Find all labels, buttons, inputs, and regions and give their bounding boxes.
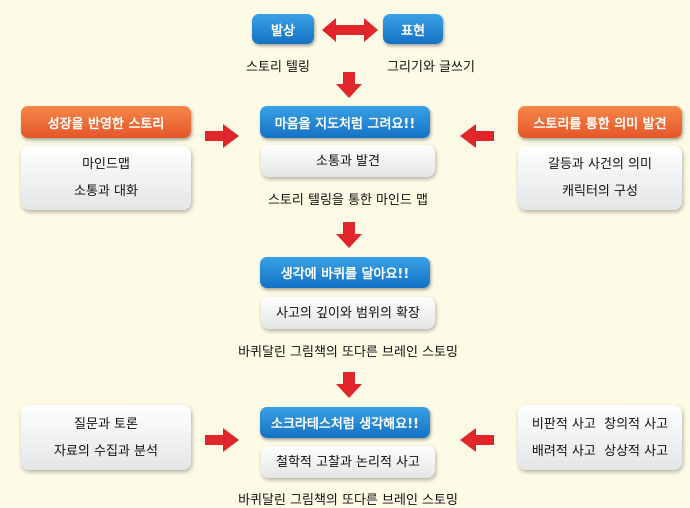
critical-creative-text: 비판적 사고 창의적 사고 [531, 416, 669, 432]
brainstorming-caption-row3: 바퀴달린 그림책의 또다른 브레인 스토밍 [238, 492, 458, 508]
idea-pill: 발상 [252, 14, 314, 44]
down-arrow-icon [336, 72, 362, 98]
drawing-writing-caption: 그리기와 글쓰기 [387, 59, 475, 75]
right-arrow-icon [205, 124, 239, 148]
character-composition-text: 캐릭터의 구성 [562, 184, 638, 199]
right-arrow-icon [205, 428, 239, 452]
philosophy-logic-text: 철학적 고찰과 논리적 사고 [276, 454, 420, 470]
data-collection-text: 자료의 수집과 분석 [54, 443, 158, 459]
center-box-row1: 소통과 발견 [261, 145, 435, 177]
mindmap-text: 마인드맵 [82, 157, 130, 172]
mind-map-pill: 마음을 지도처럼 그려요!! [260, 106, 430, 138]
center-box-row3: 철학적 고찰과 논리적 사고 [261, 446, 435, 478]
storytelling-caption: 스토리 텔링 [246, 59, 310, 75]
right-box-row3: 비판적 사고 창의적 사고 배려적 사고 상상적 사고 [518, 405, 682, 470]
question-discussion-text: 질문과 토론 [74, 416, 138, 432]
down-arrow-icon [336, 372, 362, 398]
communication-discovery-text: 소통과 발견 [316, 153, 380, 169]
right-box-row1: 갈등과 사건의 의미 캐릭터의 구성 [518, 146, 682, 210]
socrates-pill: 소크라테스처럼 생각해요!! [260, 407, 430, 438]
story-meaning-pill: 스토리를 통한 의미 발견 [518, 106, 682, 138]
left-box-row3: 질문과 토론 자료의 수집과 분석 [21, 405, 191, 470]
depth-range-text: 사고의 깊이와 범위의 확장 [276, 305, 420, 321]
expression-pill: 표현 [383, 14, 443, 44]
growth-story-pill: 성장을 반영한 스토리 [21, 106, 191, 138]
double-arrow-icon [322, 18, 378, 42]
caring-imaginative-text: 배려적 사고 상상적 사고 [531, 443, 669, 459]
brainstorming-caption-row2: 바퀴달린 그림책의 또다른 브레인 스토밍 [238, 344, 458, 360]
conflict-event-meaning-text: 갈등과 사건의 의미 [548, 157, 652, 172]
communication-dialogue-text: 소통과 대화 [74, 184, 138, 199]
center-box-row2: 사고의 깊이와 범위의 확장 [261, 297, 435, 329]
left-arrow-icon [460, 428, 494, 452]
left-box-row1: 마인드맵 소통과 대화 [21, 146, 191, 210]
thought-wheels-pill: 생각에 바퀴를 달아요!! [260, 257, 430, 288]
left-arrow-icon [460, 124, 494, 148]
down-arrow-icon [336, 222, 362, 248]
storytelling-mindmap-caption: 스토리 텔링을 통한 마인드 맵 [267, 192, 429, 208]
